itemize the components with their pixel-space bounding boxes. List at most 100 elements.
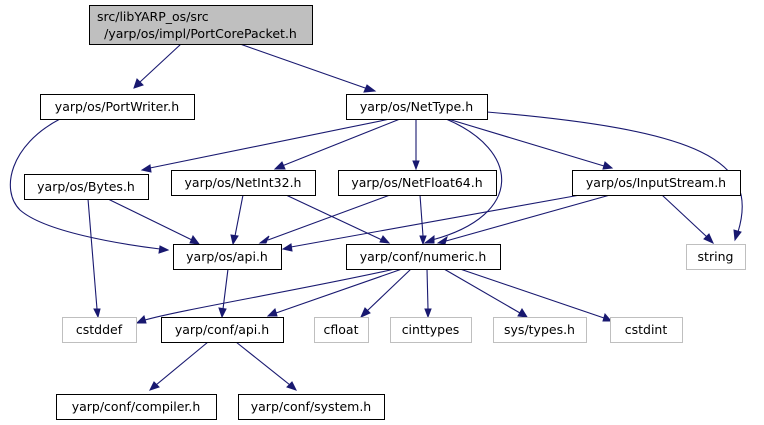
edge-root-portwriter	[133, 43, 182, 89]
node-box	[338, 170, 497, 196]
edge-line	[155, 341, 209, 386]
edge-osapi-confapi	[218, 268, 229, 319]
node-label: yarp/os/NetType.h	[360, 99, 473, 114]
node-box	[171, 170, 316, 196]
node-box	[493, 317, 587, 343]
edge-inputstream-string	[661, 194, 714, 244]
arrowhead-icon	[733, 229, 742, 242]
edge-nettype-numeric	[423, 118, 503, 244]
edge-line	[222, 268, 229, 310]
node-label: cstdint	[625, 322, 668, 337]
edge-line	[275, 268, 403, 314]
edge-numeric-cfloat	[360, 268, 412, 318]
arrowhead-icon	[133, 78, 144, 89]
node-box	[572, 170, 741, 196]
edge-line	[445, 194, 611, 242]
node-box	[390, 317, 472, 343]
edge-line	[234, 194, 244, 237]
edge-line	[235, 341, 291, 386]
node-compiler[interactable]: yarp/conf/compiler.h	[56, 394, 217, 420]
node-root[interactable]: src/libYARP_os/src/yarp/os/impl/PortCore…	[89, 5, 313, 45]
edge-numeric-systypes	[443, 268, 528, 318]
edge-line	[9, 118, 161, 250]
edges-layer	[9, 43, 743, 391]
edge-line	[290, 194, 581, 248]
arrowhead-icon	[703, 233, 714, 244]
arrowhead-icon	[140, 164, 152, 173]
node-cfloat: cfloat	[314, 317, 369, 343]
edge-line	[419, 194, 424, 237]
arrowhead-icon	[602, 312, 613, 322]
edge-line	[285, 194, 383, 241]
node-box	[173, 244, 282, 270]
edge-line	[661, 194, 708, 238]
node-system[interactable]: yarp/conf/system.h	[238, 394, 385, 420]
arrowhead-icon	[158, 245, 170, 254]
arrowhead-icon	[230, 234, 239, 246]
node-cstddef: cstddef	[62, 317, 137, 343]
node-label: cfloat	[324, 322, 359, 337]
arrowhead-icon	[436, 235, 448, 245]
edge-line	[281, 118, 401, 167]
node-label: yarp/os/Bytes.h	[37, 179, 135, 194]
node-box	[62, 317, 137, 343]
edge-numeric-cinttypes	[424, 268, 432, 319]
edge-bytes-osapi	[107, 198, 201, 245]
node-label: sys/types.h	[504, 322, 575, 337]
edge-numeric-cstddef	[135, 268, 396, 324]
edge-line	[139, 43, 182, 83]
arrowhead-icon	[412, 160, 420, 171]
arrowhead-icon	[424, 308, 432, 319]
arrowhead-icon	[363, 84, 377, 93]
edge-numeric-confapi	[266, 268, 403, 317]
edge-nettype-bytes	[140, 118, 391, 173]
arrowhead-icon	[149, 381, 160, 391]
arrowhead-icon	[602, 161, 614, 170]
edge-nettype-string	[486, 111, 743, 242]
edge-portwriter-osapi	[9, 118, 170, 254]
edge-line	[486, 111, 743, 233]
node-label: cstddef	[76, 322, 123, 337]
arrowhead-icon	[258, 235, 270, 244]
arrowhead-icon	[93, 308, 101, 319]
node-label: yarp/os/PortWriter.h	[55, 99, 179, 114]
node-label: yarp/conf/numeric.h	[360, 249, 487, 264]
edge-line	[149, 118, 391, 169]
arrowhead-icon	[189, 235, 201, 245]
edge-netfloat64-osapi	[258, 194, 391, 244]
arrowhead-icon	[360, 307, 371, 318]
node-cinttypes: cinttypes	[390, 317, 472, 343]
node-netint32[interactable]: yarp/os/NetInt32.h	[171, 170, 316, 196]
node-label: yarp/conf/system.h	[251, 399, 371, 414]
node-nettype[interactable]: yarp/os/NetType.h	[346, 94, 488, 120]
edge-line	[107, 198, 193, 241]
nodes-layer: src/libYARP_os/src/yarp/os/impl/PortCore…	[24, 5, 746, 420]
edge-bytes-cstddef	[87, 198, 101, 319]
edge-line	[443, 268, 521, 314]
edge-nettype-netint32	[273, 118, 401, 170]
edge-line	[447, 118, 605, 167]
node-numeric[interactable]: yarp/conf/numeric.h	[346, 244, 501, 270]
node-box	[24, 174, 149, 200]
node-label: yarp/conf/api.h	[175, 322, 269, 337]
edge-netfloat64-numeric	[419, 194, 427, 246]
arrowhead-icon	[419, 235, 427, 246]
node-inputstream[interactable]: yarp/os/InputStream.h	[572, 170, 741, 196]
edge-root-nettype	[239, 43, 377, 93]
arrowhead-icon	[423, 234, 435, 244]
node-netfloat64[interactable]: yarp/os/NetFloat64.h	[338, 170, 497, 196]
node-osapi[interactable]: yarp/os/api.h	[173, 244, 282, 270]
node-confapi[interactable]: yarp/conf/api.h	[161, 317, 284, 343]
node-bytes[interactable]: yarp/os/Bytes.h	[24, 174, 149, 200]
node-portwriter[interactable]: yarp/os/PortWriter.h	[40, 94, 195, 120]
node-label: yarp/os/api.h	[186, 249, 268, 264]
edge-inputstream-numeric	[436, 194, 611, 245]
edge-line	[144, 268, 396, 321]
node-string: string	[686, 244, 746, 270]
edge-line	[431, 118, 503, 241]
edge-line	[459, 268, 605, 319]
node-box	[238, 394, 385, 420]
node-box	[89, 5, 313, 45]
node-label: string	[698, 249, 734, 264]
